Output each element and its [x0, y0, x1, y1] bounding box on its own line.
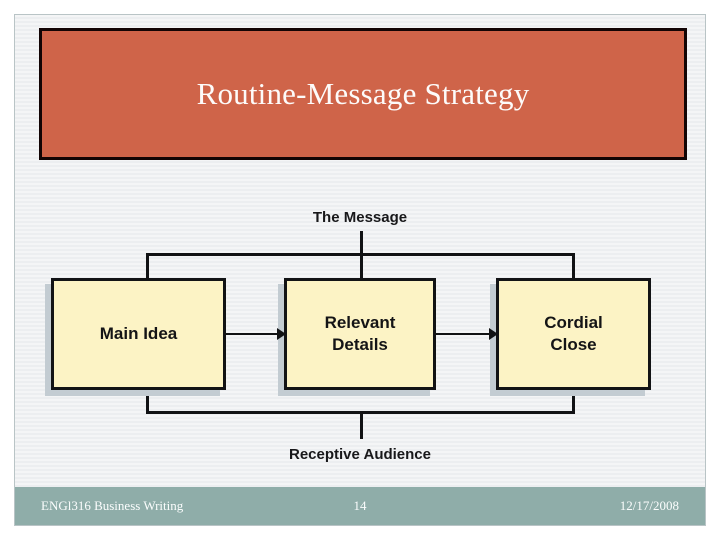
diagram-top-label: The Message — [312, 209, 408, 226]
connector-top-drop-1 — [146, 253, 149, 279]
arrow-main-idea-to-relevant-details — [226, 327, 286, 341]
footer-page-number: 14 — [353, 498, 367, 513]
connector-top-drop-3 — [572, 253, 575, 279]
node-label-main-idea: Main Idea — [99, 324, 178, 344]
arrow-head-icon — [277, 328, 286, 340]
slide-canvas: Routine-Message Strategy The Message Mai… — [14, 14, 706, 526]
page-title: Routine-Message Strategy — [196, 76, 530, 111]
node-label-cordial-close: Cordial Close — [544, 313, 603, 354]
node-relevant-details[interactable]: Relevant Details — [284, 278, 436, 390]
connector-top-drop-2 — [360, 253, 363, 279]
connector-bottom-riser-3 — [572, 387, 575, 414]
arrow-shaft — [226, 333, 277, 335]
node-cordial-close[interactable]: Cordial Close — [496, 278, 651, 390]
connector-top-stem — [360, 231, 363, 255]
footer-course-label: ENGl316 Business Writing — [41, 498, 184, 513]
connector-bottom-riser-1 — [146, 387, 149, 414]
node-label-relevant-details: Relevant Details — [324, 313, 396, 354]
arrow-shaft — [436, 333, 489, 335]
footer-date-label: 12/17/2008 — [619, 498, 679, 513]
connector-bottom-stem — [360, 411, 363, 439]
diagram-bottom-label: Receptive Audience — [289, 446, 431, 463]
arrow-head-icon — [489, 328, 498, 340]
slide-title-block: Routine-Message Strategy — [39, 28, 687, 160]
node-main-idea[interactable]: Main Idea — [51, 278, 226, 390]
flow-diagram: The Message Main Idea Relevant Details C… — [15, 175, 705, 485]
arrow-relevant-details-to-cordial-close — [436, 327, 498, 341]
slide-footer: ENGl316 Business Writing 14 12/17/2008 — [15, 487, 705, 525]
